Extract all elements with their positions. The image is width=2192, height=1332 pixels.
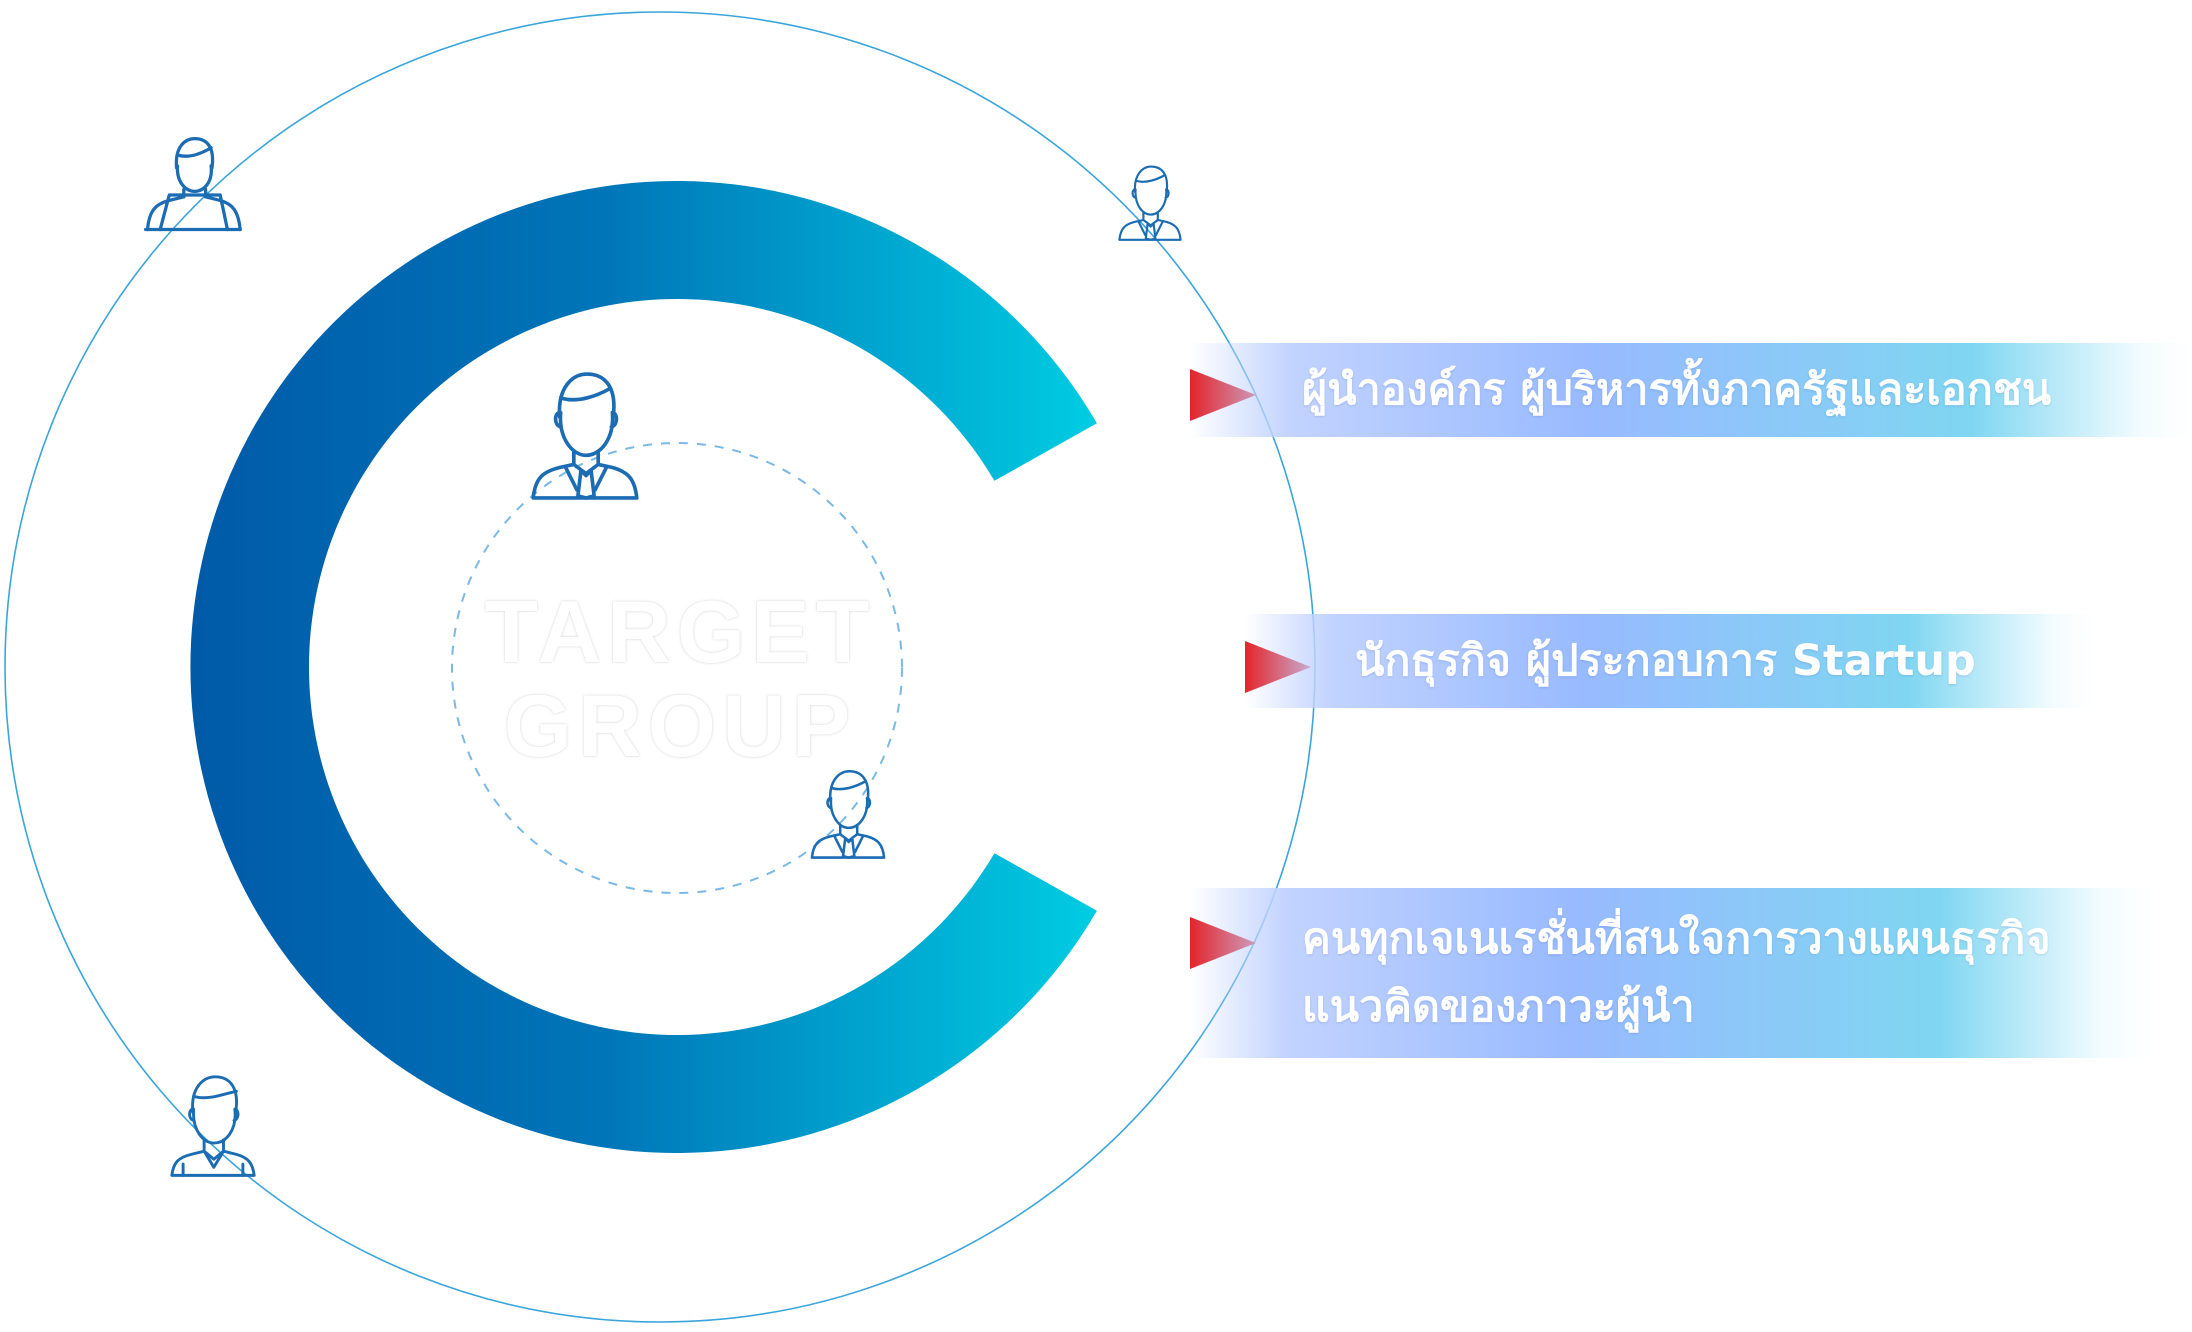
- target-band-1: ผู้นำองค์กร ผู้บริหารทั้งภาครัฐและเอกชน: [1190, 343, 2192, 437]
- person-icon: [170, 1075, 256, 1177]
- businessman-icon: [810, 769, 886, 859]
- center-title-line2: GROUP: [503, 676, 857, 775]
- target-band-3: คนทุกเจเนเรชั่นที่สนใจการวางแผนธุรกิจ แน…: [1190, 888, 2150, 1058]
- dashed-inner-circle: [451, 442, 903, 894]
- target-text-line: แนวคิดของภาวะผู้นำ: [1302, 982, 1695, 1032]
- center-title: TARGET GROUP: [470, 585, 890, 773]
- target-text-1: ผู้นำองค์กร ผู้บริหารทั้งภาครัฐและเอกชน: [1302, 356, 2051, 424]
- center-title-line1: TARGET: [484, 582, 876, 681]
- laptop-user-icon: [144, 137, 242, 232]
- target-text-line: คนทุกเจเนเรชั่นที่สนใจการวางแผนธุรกิจ: [1302, 914, 2051, 964]
- target-band-2: นักธุรกิจ ผู้ประกอบการ Startup: [1245, 614, 2095, 708]
- target-text-2: นักธุรกิจ ผู้ประกอบการ Startup: [1355, 627, 1976, 695]
- target-text-line: ผู้นำองค์กร ผู้บริหารทั้งภาครัฐและเอกชน: [1302, 365, 2052, 415]
- businessman-icon: [531, 372, 639, 500]
- businessman-icon: [1118, 165, 1182, 241]
- target-text-3: คนทุกเจเนเรชั่นที่สนใจการวางแผนธุรกิจ แน…: [1302, 905, 2051, 1041]
- target-text-line: นักธุรกิจ ผู้ประกอบการ Startup: [1355, 636, 1976, 686]
